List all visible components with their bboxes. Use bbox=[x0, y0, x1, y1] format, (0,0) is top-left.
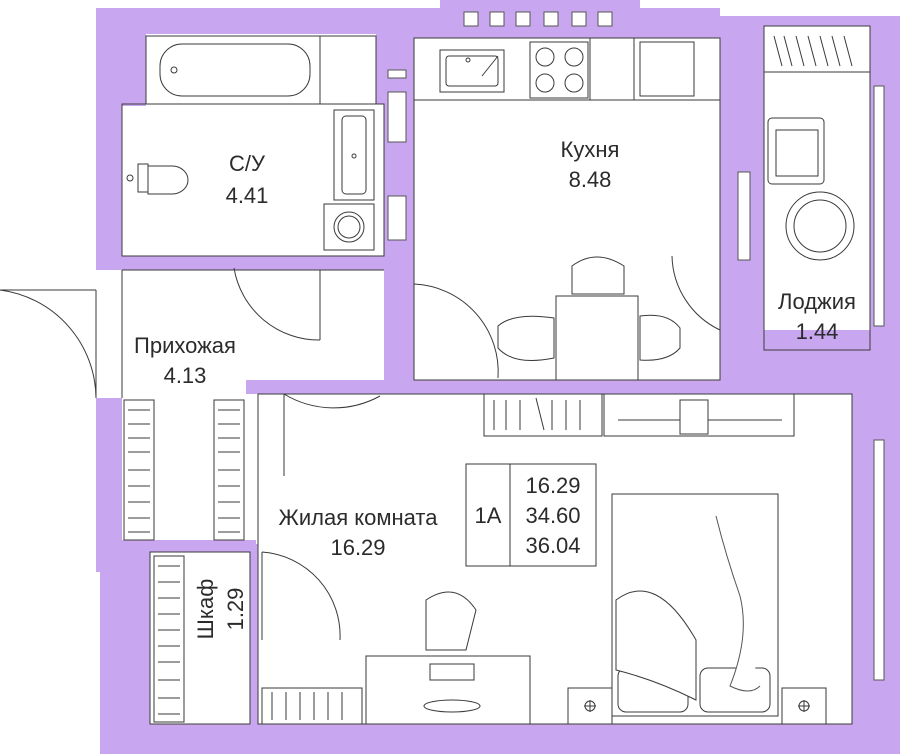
loggia-floor bbox=[764, 26, 870, 350]
loggia-area: 1.44 bbox=[795, 319, 839, 344]
stove-icon bbox=[529, 41, 589, 99]
washing-machine-icon bbox=[323, 203, 375, 251]
loggia-shelf bbox=[763, 25, 871, 73]
bookshelf bbox=[483, 393, 603, 437]
sink-icon bbox=[439, 49, 505, 93]
tv-icon bbox=[603, 393, 795, 437]
bathroom-area: 4.41 bbox=[225, 183, 269, 208]
total-with-loggia-value: 36.04 bbox=[525, 533, 581, 558]
loggia-name: Лоджия bbox=[778, 289, 856, 314]
hallway-floor bbox=[96, 270, 384, 398]
living-area-value: 16.29 bbox=[525, 473, 581, 498]
closet-floor bbox=[150, 552, 250, 724]
hallway-floor-lower bbox=[122, 396, 246, 542]
bathtub-icon bbox=[145, 35, 377, 105]
door-swings bbox=[0, 255, 721, 641]
summary-box bbox=[465, 463, 597, 567]
hallway-name: Прихожая bbox=[134, 333, 236, 358]
living-name: Жилая комната bbox=[278, 505, 438, 530]
socket-icons bbox=[567, 687, 827, 725]
wardrobe-hatching bbox=[123, 399, 245, 723]
living-door-gap bbox=[246, 394, 260, 544]
low-shelf bbox=[261, 687, 363, 725]
total-area-value: 34.60 bbox=[525, 503, 581, 528]
round-table-icon bbox=[785, 191, 855, 261]
living-area: 16.29 bbox=[330, 535, 386, 560]
wall-openings bbox=[387, 11, 885, 681]
toilet-icon bbox=[126, 163, 189, 195]
sink-icon bbox=[333, 109, 375, 201]
dining-table-icon bbox=[497, 256, 681, 381]
kitchen-area: 8.48 bbox=[568, 167, 612, 192]
bathroom-name: С/У bbox=[229, 151, 265, 176]
armchair-icon bbox=[767, 117, 825, 185]
bed-icon bbox=[611, 493, 779, 717]
desk-icon bbox=[365, 591, 531, 725]
kitchen-name: Кухня bbox=[560, 137, 620, 162]
closet-area: 1.29 bbox=[223, 587, 248, 631]
closet-name: Шкаф bbox=[193, 578, 218, 640]
hallway-area: 4.13 bbox=[163, 363, 207, 388]
apartment-type: 1А bbox=[474, 503, 502, 528]
